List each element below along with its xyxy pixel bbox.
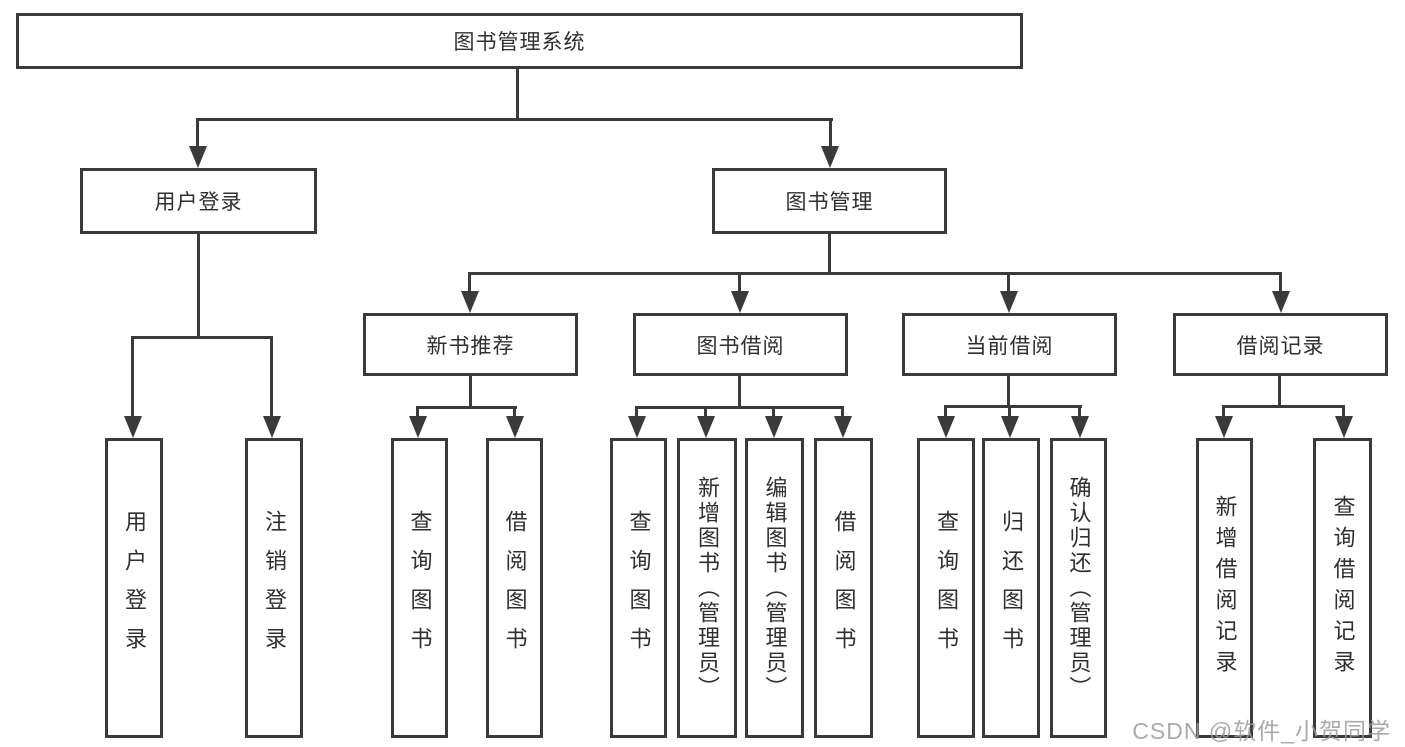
leaf-borrow-book: 借阅图书 bbox=[814, 438, 873, 738]
leaf-recommend-borrow-book: 借阅图书 bbox=[486, 438, 543, 738]
arrowhead-down-icon bbox=[834, 416, 852, 438]
leaf-recommend-query-book: 查询图书 bbox=[391, 438, 448, 738]
connector-drop-leaf bbox=[513, 406, 516, 420]
leaf-recommend-borrow-book-label: 借阅图书 bbox=[502, 510, 528, 666]
node-current-borrow-label: 当前借阅 bbox=[965, 334, 1054, 358]
leaf-user-login: 用户登录 bbox=[105, 438, 163, 738]
node-new-book-recommend: 新书推荐 bbox=[363, 313, 578, 376]
leaf-borrow-book-label: 借阅图书 bbox=[831, 510, 857, 666]
arrowhead-down-icon bbox=[821, 146, 839, 168]
connector-drop-leaf bbox=[416, 406, 419, 420]
arrowhead-down-icon bbox=[506, 416, 524, 438]
connector-drop-leaf bbox=[841, 406, 844, 420]
connector-level3-branch bbox=[469, 272, 1282, 275]
connector-drop-leaf bbox=[131, 336, 134, 420]
arrowhead-down-icon bbox=[1071, 416, 1089, 438]
arrowhead-down-icon bbox=[263, 416, 281, 438]
node-root-system: 图书管理系统 bbox=[16, 13, 1023, 69]
node-root-label: 图书管理系统 bbox=[453, 31, 586, 54]
arrowhead-down-icon bbox=[937, 416, 955, 438]
arrowhead-down-icon bbox=[731, 291, 749, 313]
arrowhead-down-icon bbox=[1001, 416, 1019, 438]
leaf-return-book: 归还图书 bbox=[982, 438, 1040, 738]
connector-drop-leaf bbox=[772, 406, 775, 420]
leaf-edit-book-admin: 编辑图书（管理员） bbox=[745, 438, 804, 738]
leaf-user-login-label: 用户登录 bbox=[122, 510, 147, 666]
leaf-return-book-label: 归还图书 bbox=[999, 510, 1024, 666]
connector-drop-leaf bbox=[704, 406, 707, 420]
connector-drop-level3 bbox=[1007, 272, 1010, 297]
connector-records-branch bbox=[1222, 405, 1344, 408]
connector-current-branch bbox=[944, 405, 1082, 408]
arrowhead-down-icon bbox=[697, 416, 715, 438]
connector-drop-leaf bbox=[635, 406, 638, 420]
node-current-borrow: 当前借阅 bbox=[902, 313, 1117, 376]
node-borrow-records-label: 借阅记录 bbox=[1236, 334, 1325, 358]
connector-drop-leaf bbox=[1078, 405, 1081, 420]
node-book-management-label: 图书管理 bbox=[785, 191, 874, 214]
connector-root-trunk bbox=[516, 69, 519, 121]
connector-drop-leaf bbox=[1222, 405, 1225, 420]
connector-drop-user-login bbox=[196, 118, 199, 150]
arrowhead-down-icon bbox=[1215, 416, 1233, 438]
leaf-add-book-admin: 新增图书（管理员） bbox=[677, 438, 737, 738]
leaf-borrow-query-book-label: 查询图书 bbox=[626, 510, 652, 666]
arrowhead-down-icon bbox=[1000, 291, 1018, 313]
arrowhead-down-icon bbox=[1272, 291, 1290, 313]
node-book-borrow-label: 图书借阅 bbox=[696, 334, 785, 358]
node-user-login: 用户登录 bbox=[80, 168, 317, 234]
connector-user-login-trunk bbox=[197, 234, 200, 339]
connector-drop-leaf bbox=[270, 336, 273, 420]
connector-user-login-branch bbox=[132, 336, 273, 339]
leaf-current-query-book: 查询图书 bbox=[917, 438, 975, 738]
leaf-current-query-book-label: 查询图书 bbox=[934, 510, 959, 666]
connector-drop-level3 bbox=[738, 272, 741, 297]
connector-drop-level3 bbox=[468, 272, 471, 297]
arrowhead-down-icon bbox=[189, 146, 207, 168]
connector-drop-leaf bbox=[1342, 405, 1345, 420]
connector-drop-leaf bbox=[1008, 405, 1011, 420]
connector-drop-level3 bbox=[1279, 272, 1282, 297]
node-book-management: 图书管理 bbox=[712, 168, 947, 234]
arrowhead-down-icon bbox=[765, 416, 783, 438]
connector-level2-branch bbox=[196, 118, 833, 121]
connector-drop-leaf bbox=[944, 405, 947, 420]
arrowhead-down-icon bbox=[1335, 416, 1353, 438]
connector-records-trunk bbox=[1278, 376, 1281, 408]
csdn-watermark: CSDN @软件_小贺同学 bbox=[1132, 718, 1391, 744]
arrowhead-down-icon bbox=[628, 416, 646, 438]
leaf-confirm-return-admin: 确认归还（管理员） bbox=[1050, 438, 1107, 738]
leaf-logout-label: 注销登录 bbox=[262, 510, 287, 666]
arrowhead-down-icon bbox=[409, 416, 427, 438]
leaf-edit-book-admin-label: 编辑图书（管理员） bbox=[762, 475, 788, 701]
leaf-logout: 注销登录 bbox=[245, 438, 303, 738]
leaf-query-borrow-record: 查询借阅记录 bbox=[1313, 438, 1372, 738]
leaf-add-borrow-record-label: 新增借阅记录 bbox=[1212, 495, 1238, 681]
connector-recommend-branch bbox=[416, 406, 517, 409]
connector-borrow-branch bbox=[635, 406, 844, 409]
leaf-recommend-query-book-label: 查询图书 bbox=[407, 510, 433, 666]
arrowhead-down-icon bbox=[461, 291, 479, 313]
connector-current-trunk bbox=[1007, 376, 1010, 408]
leaf-add-borrow-record: 新增借阅记录 bbox=[1196, 438, 1253, 738]
leaf-borrow-query-book: 查询图书 bbox=[610, 438, 667, 738]
connector-drop-book-mgmt bbox=[829, 118, 832, 150]
leaf-query-borrow-record-label: 查询借阅记录 bbox=[1330, 495, 1356, 681]
arrowhead-down-icon bbox=[124, 416, 142, 438]
connector-borrow-trunk bbox=[738, 376, 741, 409]
leaf-confirm-return-admin-label: 确认归还（管理员） bbox=[1066, 475, 1092, 701]
connector-book-mgmt-trunk bbox=[828, 234, 831, 275]
node-new-book-recommend-label: 新书推荐 bbox=[426, 334, 515, 358]
connector-recommend-trunk bbox=[469, 376, 472, 409]
leaf-add-book-admin-label: 新增图书（管理员） bbox=[695, 475, 720, 701]
node-book-borrow: 图书借阅 bbox=[633, 313, 848, 376]
node-user-login-label: 用户登录 bbox=[154, 191, 243, 214]
node-borrow-records: 借阅记录 bbox=[1173, 313, 1388, 376]
